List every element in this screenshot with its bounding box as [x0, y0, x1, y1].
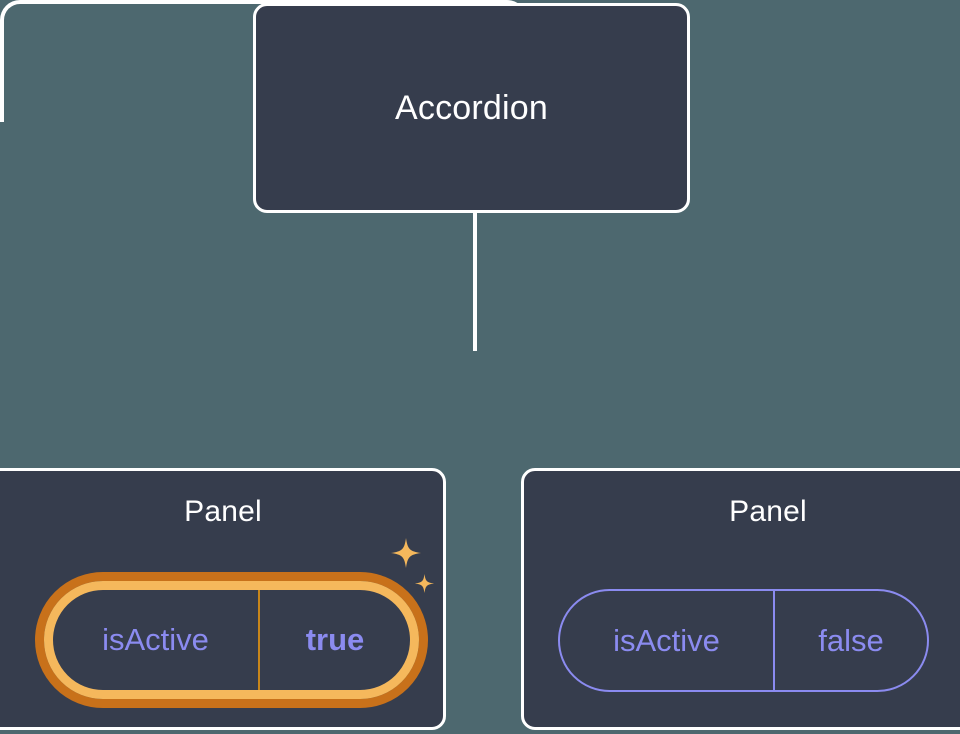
node-title: Accordion [395, 88, 548, 127]
node-accordion[interactable]: Accordion [253, 3, 690, 213]
edge-root-to-branch [473, 213, 477, 351]
prop-value: false [818, 622, 884, 658]
prop-pill-active[interactable]: isActive true [35, 572, 428, 708]
prop-value: true [305, 622, 365, 657]
prop-pill-highlight-ring: isActive true [35, 572, 428, 708]
prop-pill-inactive[interactable]: isActive false [558, 589, 929, 692]
node-title: Panel [729, 495, 807, 528]
prop-pill-body: isActive false [558, 589, 929, 692]
node-title: Panel [184, 495, 262, 528]
prop-key: isActive [560, 591, 775, 690]
prop-key: isActive [53, 590, 260, 690]
prop-pill-body: isActive true [44, 581, 419, 699]
